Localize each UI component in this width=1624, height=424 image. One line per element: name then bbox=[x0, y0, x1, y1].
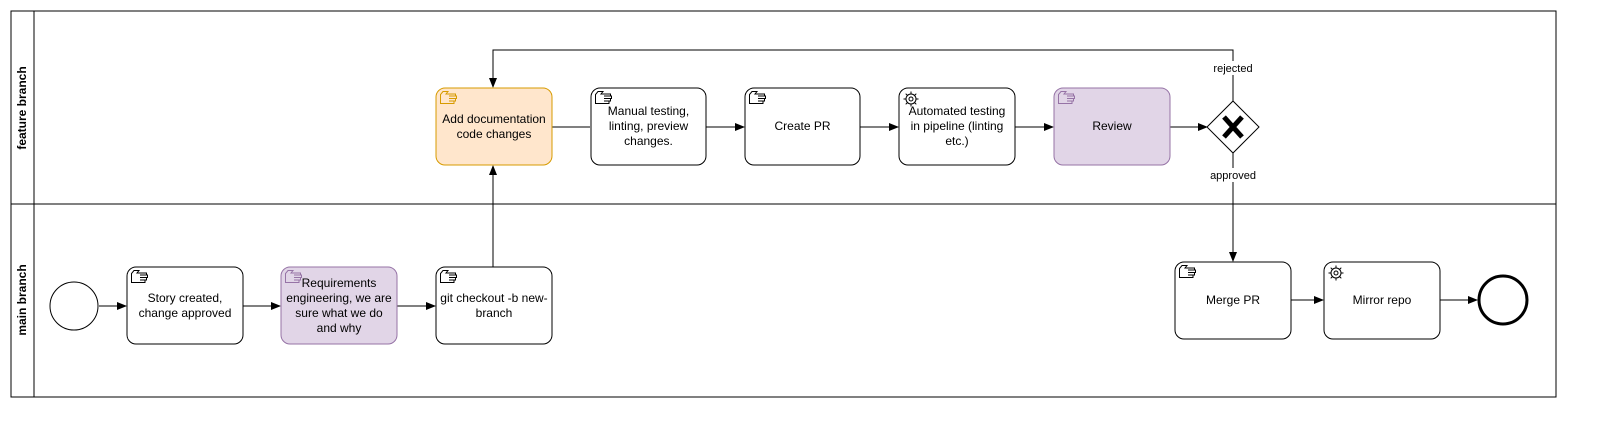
task-create-pr-label: Create PR bbox=[774, 119, 831, 133]
task-automated-testing-label: Automated testing in pipeline (linting e… bbox=[908, 104, 1006, 148]
task-create-pr bbox=[744, 87, 861, 166]
end-event bbox=[1477, 274, 1529, 326]
task-review bbox=[1053, 87, 1171, 166]
task-manual-testing bbox=[590, 87, 707, 166]
task-add-docs bbox=[435, 87, 553, 166]
task-review-label: Review bbox=[1092, 119, 1132, 133]
rejected-label: rejected bbox=[1213, 63, 1252, 75]
task-automated-testing bbox=[898, 87, 1016, 166]
task-requirements bbox=[280, 266, 398, 345]
task-add-docs-label: Add documentation code changes bbox=[442, 111, 546, 141]
lane-main-branch-label: main branch bbox=[15, 264, 29, 335]
task-mirror-repo-label: Mirror repo bbox=[1352, 293, 1412, 307]
task-merge-pr-label: Merge PR bbox=[1205, 293, 1261, 307]
start-event bbox=[49, 281, 99, 331]
task-manual-testing-label: Manual testing, linting, preview changes… bbox=[607, 104, 690, 148]
task-requirements-label: Requirements engineering, we are sure wh… bbox=[286, 275, 392, 335]
flow-gateway-rejected bbox=[489, 49, 1234, 101]
task-mirror-repo bbox=[1323, 261, 1441, 340]
exclusive-gateway bbox=[1206, 100, 1260, 154]
lane-feature-branch-label: feature branch bbox=[15, 66, 29, 149]
pool bbox=[10, 10, 1557, 398]
task-checkout bbox=[435, 266, 553, 345]
task-story bbox=[126, 266, 244, 345]
task-merge-pr bbox=[1174, 261, 1292, 340]
approved-label: approved bbox=[1210, 170, 1256, 182]
task-checkout-label: git checkout -b new-branch bbox=[440, 290, 548, 320]
task-story-label: Story created, change approved bbox=[138, 290, 232, 320]
